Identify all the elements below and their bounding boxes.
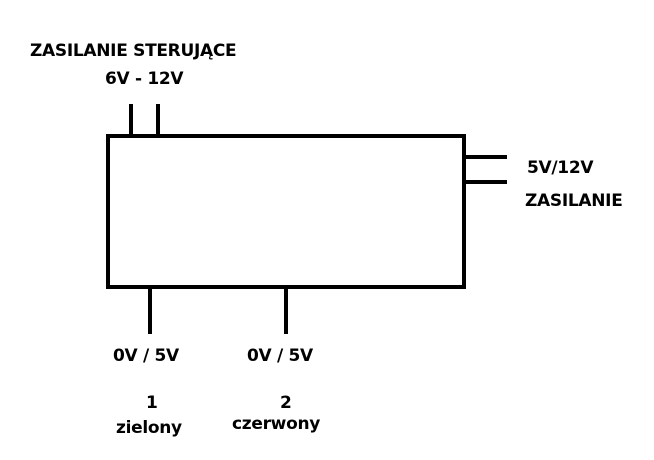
power-title: ZASILANIE — [525, 191, 623, 211]
output1-number: 1 — [146, 393, 158, 413]
module-box — [106, 134, 466, 289]
power-voltage: 5V/12V — [527, 158, 594, 178]
output2-voltage: 0V / 5V — [247, 346, 313, 366]
control-power-range: 6V - 12V — [105, 69, 184, 89]
output1-voltage: 0V / 5V — [113, 346, 179, 366]
output1-color: zielony — [116, 418, 182, 438]
output2-color: czerwony — [232, 414, 321, 434]
control-power-title: ZASILANIE STERUJĄCE — [30, 41, 237, 61]
output2-number: 2 — [280, 393, 292, 413]
